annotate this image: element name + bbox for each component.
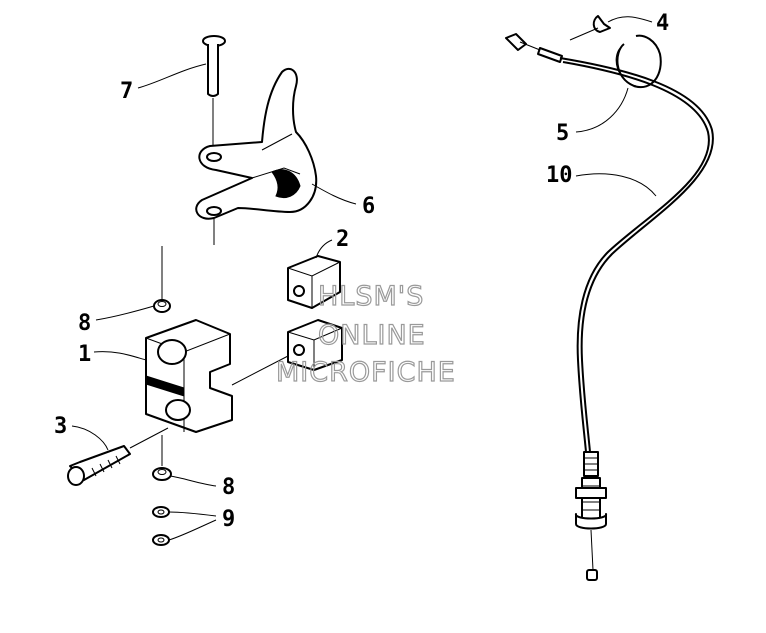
leader-8-lower <box>169 475 217 487</box>
leader-5 <box>575 87 629 133</box>
callout-4: 4 <box>656 11 669 36</box>
callout-5: 5 <box>556 121 569 146</box>
callout-10: 10 <box>546 163 573 188</box>
part-4-e-clip <box>592 15 611 33</box>
leader-3 <box>71 425 109 451</box>
part-7-pivot-pin <box>202 35 226 148</box>
leader-2 <box>315 239 333 259</box>
part-5-cable-clamp <box>615 34 662 89</box>
part-8-lower-washer <box>152 435 172 481</box>
leader-1 <box>93 351 147 361</box>
leader-6 <box>311 183 357 205</box>
leader-8-upper <box>95 305 155 321</box>
watermark-line-2: ONLINE <box>318 320 426 351</box>
part-8-upper-washer <box>153 299 171 313</box>
callout-7: 7 <box>120 79 133 104</box>
leader-9a <box>168 511 217 517</box>
callout-9: 9 <box>222 507 235 532</box>
leader-4 <box>607 16 653 23</box>
leader-4b <box>569 27 599 41</box>
part-3-cap-screw <box>67 427 169 486</box>
callout-3: 3 <box>54 414 67 439</box>
callout-numbers: 7 6 2 8 1 3 8 9 4 5 10 <box>54 11 669 532</box>
part-6-throttle-lever <box>195 67 318 245</box>
callout-2: 2 <box>336 227 349 252</box>
part-10-throttle-cable <box>505 33 714 581</box>
callout-6: 6 <box>362 194 375 219</box>
watermark: HLSM'S ONLINE MICROFICHE <box>275 280 456 388</box>
callout-1: 1 <box>78 342 91 367</box>
leader-10 <box>575 173 657 197</box>
watermark-line-3: MICROFICHE <box>276 357 456 388</box>
part-9-lock-washers <box>152 506 170 546</box>
leader-7 <box>137 63 207 89</box>
part-1-housing-block <box>145 246 289 433</box>
leader-lines <box>71 16 657 541</box>
callout-8-upper: 8 <box>78 311 91 336</box>
leader-9b <box>168 519 217 541</box>
watermark-line-1: HLSM'S <box>318 281 424 312</box>
part-2-clamp-halves <box>287 255 343 371</box>
callout-8-lower: 8 <box>222 475 235 500</box>
